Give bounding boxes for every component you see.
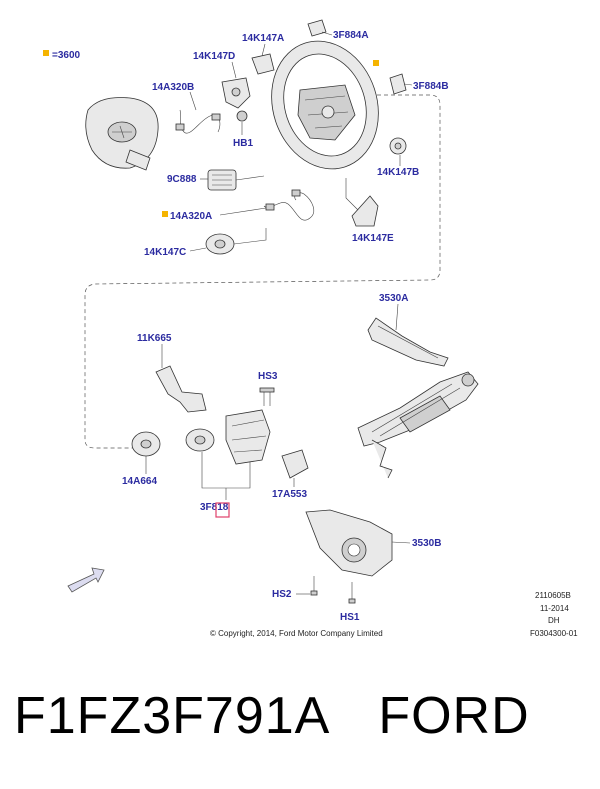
label-3f818: 3F818 xyxy=(200,502,229,513)
label-14k147c: 14K147C xyxy=(144,247,186,258)
switch-17a553 xyxy=(281,449,309,479)
switch-14k147a xyxy=(251,53,275,75)
brand-name: FORD xyxy=(378,687,530,745)
label-17a553: 17A553 xyxy=(272,489,307,500)
part-number: F1FZ3F791A xyxy=(14,687,331,745)
meta-date: 11-2014 xyxy=(540,604,569,613)
screw-hs2 xyxy=(310,576,318,596)
clockspring-3f818 xyxy=(185,428,215,452)
switch-14k147c xyxy=(205,233,235,255)
module-9c888 xyxy=(207,169,237,191)
harness-marker xyxy=(162,211,168,217)
screw-hs3 xyxy=(259,387,275,406)
label-14a664: 14A664 xyxy=(122,476,157,487)
label-hs2: HS2 xyxy=(272,589,292,600)
meta-initials: DH xyxy=(548,616,560,625)
shroud-3530b xyxy=(305,509,393,577)
legend-text: =3600 xyxy=(52,50,81,61)
switch-14k147b xyxy=(389,137,407,155)
screw-hs1 xyxy=(348,582,356,604)
steering-wheel xyxy=(271,40,379,170)
label-hb1: HB1 xyxy=(233,138,253,149)
label-14k147a: 14K147A xyxy=(242,33,284,44)
label-14k147b: 14K147B xyxy=(377,167,419,178)
bolt-hb1 xyxy=(236,110,248,122)
label-3f884a: 3F884A xyxy=(333,30,369,41)
label-9c888: 9C888 xyxy=(167,174,197,185)
wheel-marker xyxy=(373,60,379,66)
label-hs1: HS1 xyxy=(340,612,360,623)
label-hs3: HS3 xyxy=(258,371,278,382)
harness-14a320b xyxy=(175,109,221,134)
airbag-module xyxy=(85,97,159,171)
trim-3f884a xyxy=(307,19,327,37)
label-14k147e: 14K147E xyxy=(352,233,394,244)
switch-14k147d xyxy=(221,77,251,109)
label-3f884b: 3F884B xyxy=(413,81,449,92)
label-14a320b: 14A320B xyxy=(152,82,194,93)
parts-diagram: =3600 14A320B 14K147D 14K147A 3F884A HB1 xyxy=(43,19,578,638)
label-3530a: 3530A xyxy=(379,293,408,304)
direction-arrow xyxy=(67,567,105,593)
switch-assembly xyxy=(225,409,271,465)
trim-3f884b xyxy=(389,73,407,95)
label-14k147d: 14K147D xyxy=(193,51,235,62)
harness-14a320a xyxy=(263,189,315,221)
legend-marker xyxy=(43,50,49,56)
steering-wheel-group-outline xyxy=(84,94,441,449)
switch-14a664 xyxy=(131,431,161,457)
switch-14k147e xyxy=(351,195,379,227)
footer: F1FZ3F791A FORD xyxy=(14,686,594,756)
meta-code: 2110605B xyxy=(535,591,571,600)
label-14a320a: 14A320A xyxy=(170,211,212,222)
switch-11k665 xyxy=(155,365,207,413)
steering-column xyxy=(357,371,479,479)
label-3530b: 3530B xyxy=(412,538,441,549)
copyright: © Copyright, 2014, Ford Motor Company Li… xyxy=(210,629,383,638)
shroud-3530a xyxy=(367,317,449,367)
highlight-box xyxy=(215,502,230,518)
label-11k665: 11K665 xyxy=(137,333,172,344)
meta-figure: F0304300-01 xyxy=(530,629,578,638)
